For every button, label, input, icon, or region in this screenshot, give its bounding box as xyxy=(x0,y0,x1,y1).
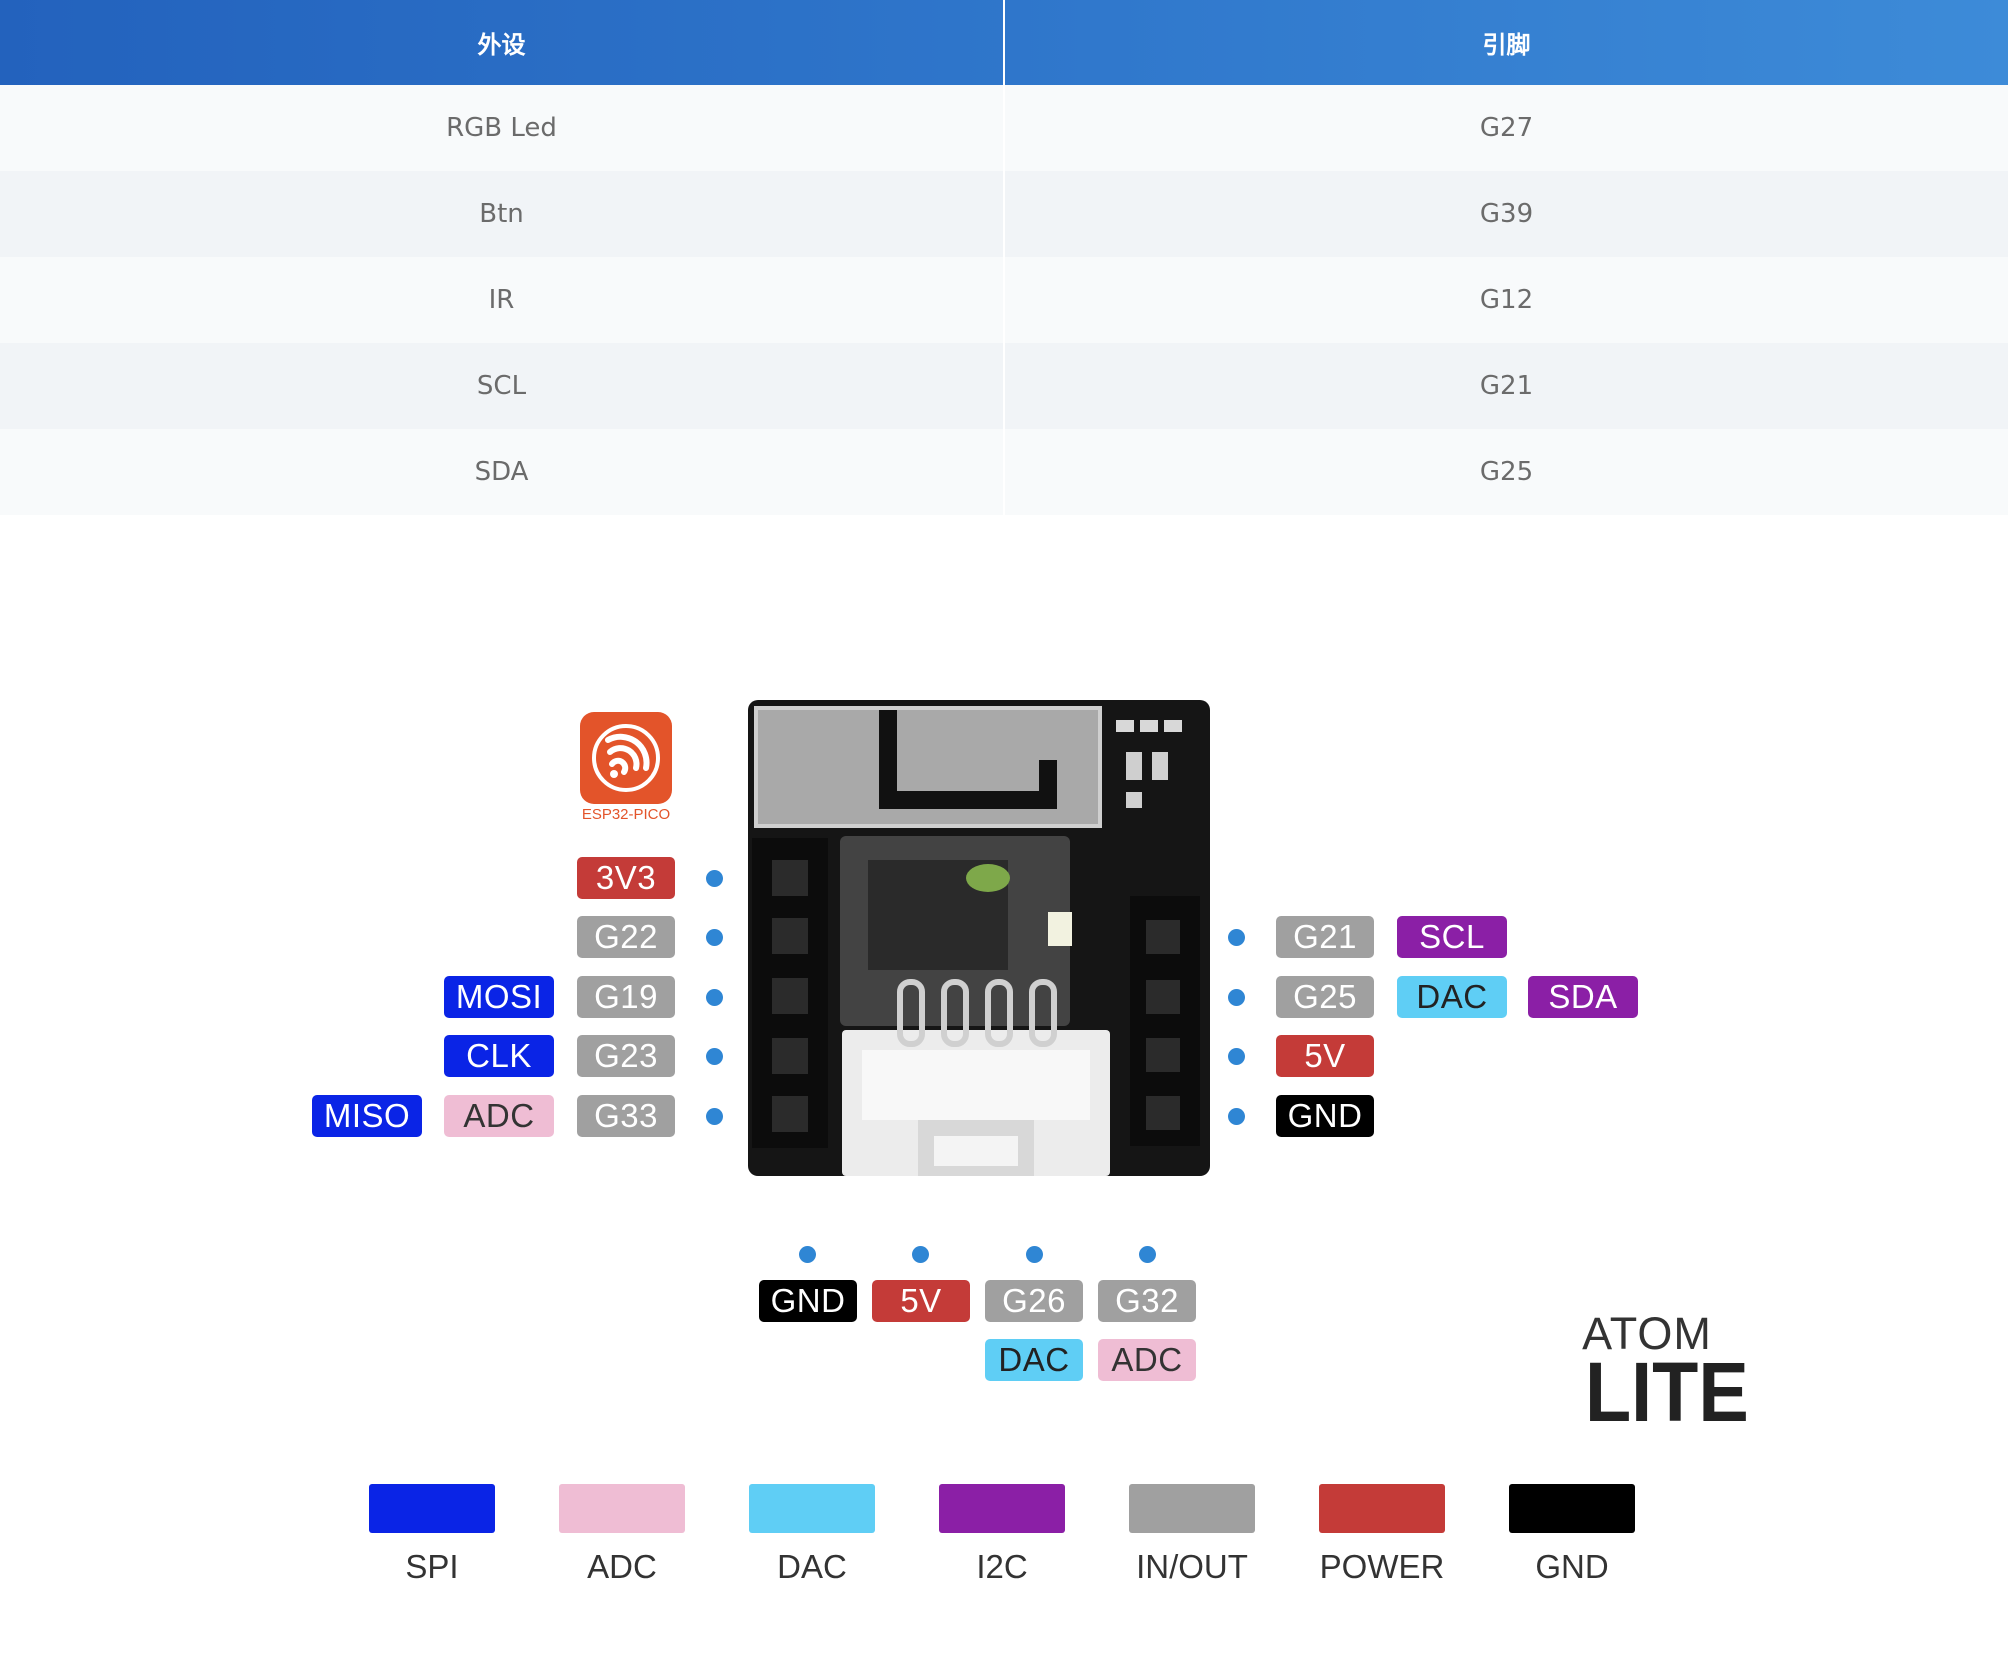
function-label-clk: CLK xyxy=(444,1035,554,1077)
table-row: SDA G25 xyxy=(0,429,2008,515)
cell-peripheral: SDA xyxy=(474,457,529,487)
pin-dot xyxy=(1228,929,1245,946)
cell-pin: G27 xyxy=(1003,85,2008,171)
function-label-mosi: MOSI xyxy=(444,976,554,1018)
table-row: SCL G21 xyxy=(0,343,2008,429)
pin-label-g23: G23 xyxy=(577,1035,675,1077)
pin-dot xyxy=(706,989,723,1006)
board-illustration xyxy=(748,700,1210,1176)
legend-label-inout: IN/OUT xyxy=(1136,1548,1248,1585)
legend-swatch-gnd xyxy=(1509,1484,1635,1533)
pin-label-gnd: GND xyxy=(1276,1095,1374,1137)
column-header-pin: 引脚 xyxy=(1003,0,2008,85)
pin-dot xyxy=(1228,1048,1245,1065)
espressif-icon xyxy=(592,724,660,792)
pin-table: 外设 引脚 RGB Led G27 Btn G39 IR G12 SCL G21… xyxy=(0,0,2008,515)
pin-dot xyxy=(912,1246,929,1263)
legend-label-spi: SPI xyxy=(405,1548,459,1585)
function-label-adc: ADC xyxy=(444,1095,554,1137)
function-label-adc: ADC xyxy=(1098,1339,1196,1381)
pin-label-g32: G32 xyxy=(1098,1280,1196,1322)
pin-label-g33: G33 xyxy=(577,1095,675,1137)
legend-swatch-dac xyxy=(749,1484,875,1533)
column-header-peripheral: 外设 xyxy=(477,31,526,59)
pin-dot xyxy=(706,1108,723,1125)
pin-label-3v3: 3V3 xyxy=(577,857,675,899)
logo-caption: ESP32-PICO xyxy=(581,806,671,823)
legend-swatch-i2c xyxy=(939,1484,1065,1533)
pin-dot xyxy=(1228,989,1245,1006)
brand-atom: ATOM xyxy=(1582,1308,1712,1359)
table-body: RGB Led G27 Btn G39 IR G12 SCL G21 SDA G… xyxy=(0,85,2008,515)
pin-label-5v: 5V xyxy=(1276,1035,1374,1077)
pin-dot xyxy=(799,1246,816,1263)
cell-peripheral: RGB Led xyxy=(446,113,557,143)
pin-dot xyxy=(1026,1246,1043,1263)
brand-lite: LITE xyxy=(1585,1345,1749,1439)
cell-pin: G39 xyxy=(1003,171,2008,257)
pin-label-g19: G19 xyxy=(577,976,675,1018)
cell-peripheral: SCL xyxy=(476,371,527,401)
pin-label-gnd: GND xyxy=(759,1280,857,1322)
legend-label-power: POWER xyxy=(1319,1548,1445,1585)
legend-swatch-spi xyxy=(369,1484,495,1533)
function-label-scl: SCL xyxy=(1397,916,1507,958)
pin-dot xyxy=(706,1048,723,1065)
function-label-dac: DAC xyxy=(985,1339,1083,1381)
legend-swatch-adc xyxy=(559,1484,685,1533)
pin-dot xyxy=(706,870,723,887)
cell-pin: G25 xyxy=(1003,429,2008,515)
pin-label-g26: G26 xyxy=(985,1280,1083,1322)
table-header: 外设 引脚 xyxy=(0,0,2008,85)
function-label-miso: MISO xyxy=(312,1095,422,1137)
legend-label-adc: ADC xyxy=(587,1548,657,1585)
cell-peripheral: Btn xyxy=(479,199,524,229)
function-label-dac: DAC xyxy=(1397,976,1507,1018)
table-row: RGB Led G27 xyxy=(0,85,2008,171)
cell-peripheral: IR xyxy=(488,285,515,315)
atom-lite-board xyxy=(748,700,1210,1176)
legend-label-i2c: I2C xyxy=(976,1548,1028,1585)
table-row: Btn G39 xyxy=(0,171,2008,257)
cell-pin: G21 xyxy=(1003,343,2008,429)
legend-label-gnd: GND xyxy=(1535,1548,1609,1585)
pin-label-g22: G22 xyxy=(577,916,675,958)
legend-swatch-power xyxy=(1319,1484,1445,1533)
pin-dot xyxy=(706,929,723,946)
cell-pin: G12 xyxy=(1003,257,2008,343)
espressif-logo xyxy=(580,712,672,804)
function-label-sda: SDA xyxy=(1528,976,1638,1018)
pin-label-5v: 5V xyxy=(872,1280,970,1322)
pin-label-g25: G25 xyxy=(1276,976,1374,1018)
pin-dot xyxy=(1139,1246,1156,1263)
table-row: IR G12 xyxy=(0,257,2008,343)
legend-swatch-inout xyxy=(1129,1484,1255,1533)
pin-label-g21: G21 xyxy=(1276,916,1374,958)
legend-label-dac: DAC xyxy=(777,1548,847,1585)
pin-dot xyxy=(1228,1108,1245,1125)
